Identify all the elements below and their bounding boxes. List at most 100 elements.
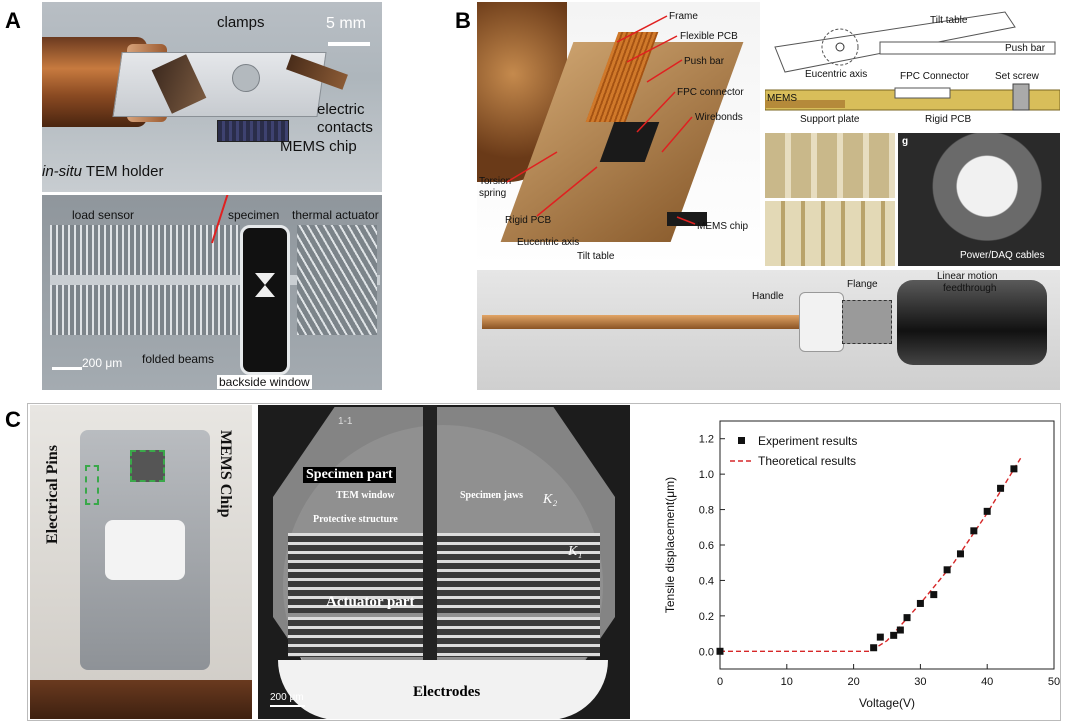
comb-bottom [288, 617, 600, 657]
pcb-photo-1 [765, 133, 895, 198]
experiment-point [983, 507, 991, 515]
label-holder: in-situ TEM holder [42, 164, 163, 179]
x-tick-label: 10 [781, 676, 793, 688]
legend-label-experiment: Experiment results [758, 434, 857, 448]
experiment-point [870, 644, 878, 652]
arrows-b [506, 15, 696, 225]
label-backside-window: backside window [217, 375, 312, 389]
label-flange: Flange [847, 279, 878, 290]
mems-chip-c [130, 450, 165, 482]
panel-a-letter: A [5, 8, 21, 33]
label-diagram-rigid-pcb: Rigid PCB [925, 114, 972, 125]
arrow-mems-to-sem [211, 195, 229, 244]
scale-label-top: 5 mm [326, 15, 366, 32]
experiment-point [876, 633, 884, 641]
pcb-photo-2 [765, 201, 895, 266]
label-flexible-pcb: Flexible PCB [680, 31, 738, 42]
y-tick-label: 0.2 [699, 611, 714, 623]
y-tick-label: 1.2 [699, 434, 714, 446]
label-torsion: Torsion [479, 176, 512, 187]
label-scale-bottom: 200 μm [82, 356, 123, 370]
x-tick-label: 20 [847, 676, 859, 688]
experiment-point [903, 614, 911, 622]
specimen-window [240, 225, 290, 375]
label-clamps: clamps [217, 14, 265, 31]
label-rigid-pcb: Rigid PCB [505, 215, 552, 226]
label-feedthrough: feedthrough [943, 283, 997, 294]
label-specimen-part: Specimen part [303, 467, 396, 483]
label-tilt-table: Tilt table [577, 251, 615, 262]
y-tick-label: 0.0 [699, 646, 714, 658]
scale-bar-bottom [52, 367, 82, 370]
label-fpc-connector: FPC connector [677, 87, 744, 98]
y-axis-label: Tensile displacement(μm) [663, 477, 677, 613]
experiment-point [896, 626, 904, 634]
x-tick-label: 30 [914, 676, 926, 688]
label-holder-rest: TEM holder [82, 163, 164, 180]
label-actuator-part: Actuator part [326, 594, 415, 610]
holder-photo: 5 mm clamps electric contacts MEMS chip … [42, 2, 382, 192]
sem-image-c: 1-1 Specimen part TEM window Specimen ja… [258, 405, 630, 719]
long-holder-rod [482, 315, 802, 329]
label-electrical-pins: Electrical Pins [44, 445, 61, 545]
y-tick-label: 0.6 [699, 540, 714, 552]
label-protective-structure: Protective structure [313, 514, 398, 525]
experiment-point [916, 599, 924, 607]
chip-holder-photo: Electrical Pins MEMS Chip [30, 405, 252, 719]
experiment-point [1010, 465, 1018, 473]
label-diagram-set-screw: Set screw [995, 71, 1039, 82]
experiment-point [997, 484, 1005, 492]
long-holder-flange [842, 300, 892, 344]
holder-photo-b: Frame Flexible PCB Push bar FPC connecto… [477, 2, 760, 267]
experiment-point [943, 566, 951, 574]
legend-label-theoretical: Theoretical results [758, 454, 856, 468]
panel-b-letter: B [455, 8, 471, 33]
experiment-point [956, 550, 964, 558]
label-thermal-actuator: thermal actuator [292, 208, 379, 222]
schematic-lines [765, 11, 1060, 111]
label-sem-tag: 1-1 [338, 416, 353, 427]
label-handle: Handle [752, 291, 784, 302]
x-tick-label: 40 [981, 676, 993, 688]
label-contacts: contacts [317, 119, 373, 136]
label-diagram-eucentric-axis: Eucentric axis [805, 69, 868, 80]
x-tick-label: 50 [1048, 676, 1060, 688]
sem-image-a: 200 μm load sensor specimen thermal actu… [42, 195, 382, 390]
label-folded-beams: folded beams [142, 352, 215, 366]
label-diagram-tilt-table: Tilt table [930, 15, 968, 26]
mems-chip-photo [217, 120, 289, 142]
panel-b: B Frame Flexible PCB Push bar FPC connec… [420, 0, 1065, 395]
long-holder-feedthrough [897, 280, 1047, 365]
comb-top [288, 533, 600, 613]
x-tick-label: 0 [717, 676, 723, 688]
legend-marker-experiment [738, 437, 745, 444]
panel-c-letter: C [5, 407, 21, 432]
label-power-daq: Power/DAQ cables [960, 250, 1045, 261]
label-diagram-support-plate: Support plate [800, 114, 860, 125]
label-tem-window: TEM window [336, 490, 395, 501]
label-wirebonds: Wirebonds [695, 112, 743, 123]
long-holder-photo: Handle Flange Linear motion feedthrough [477, 270, 1060, 390]
long-holder-handle [799, 292, 844, 352]
experiment-point [930, 591, 938, 599]
label-load-sensor: load sensor [72, 208, 135, 222]
mems-chip-b [667, 212, 707, 226]
label-electric: electric [317, 101, 365, 118]
pins-c [85, 465, 99, 505]
label-diagram-push-bar: Push bar [1005, 43, 1046, 54]
experiment-point [970, 527, 978, 535]
label-mems-chip-b: MEMS chip [697, 221, 749, 232]
label-eucentric-axis: Eucentric axis [517, 237, 580, 248]
y-tick-label: 0.4 [699, 575, 714, 587]
label-specimen: specimen [228, 208, 280, 222]
scale-bar-c [270, 705, 305, 707]
chamber-photo: g Power/DAQ cables [898, 133, 1060, 266]
label-push-bar: Push bar [684, 56, 725, 67]
label-linear-motion: Linear motion [937, 271, 998, 282]
y-tick-label: 1.0 [699, 469, 714, 481]
label-specimen-jaws: Specimen jaws [460, 490, 524, 501]
scale-bar-top [328, 42, 370, 46]
panel-a: A 5 mm clamps electric contacts MEMS chi… [0, 0, 420, 395]
thermal-actuator [297, 225, 377, 335]
